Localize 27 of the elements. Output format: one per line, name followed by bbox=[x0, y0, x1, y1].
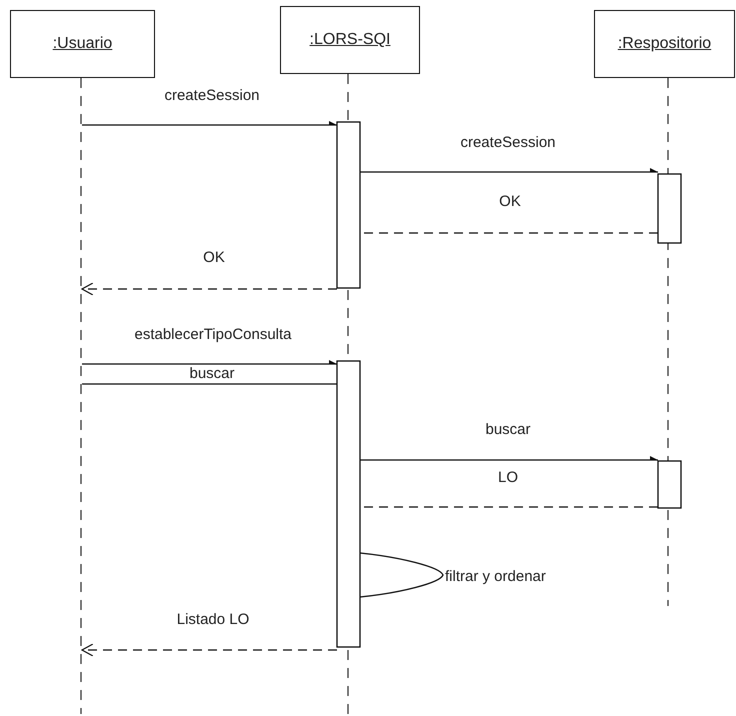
object-box bbox=[594, 10, 735, 78]
lifeline bbox=[80, 78, 82, 714]
return-message-arrow bbox=[81, 643, 337, 657]
activation-bar bbox=[336, 121, 361, 289]
message-label: createSession bbox=[164, 87, 260, 105]
object-name: :LORS-SQI bbox=[310, 30, 390, 50]
message-arrow bbox=[82, 360, 337, 365]
object-box bbox=[10, 10, 155, 78]
return-message-arrow bbox=[81, 282, 337, 296]
object-name: :Usuario bbox=[52, 34, 112, 54]
message-label: OK bbox=[203, 249, 225, 267]
message-arrow bbox=[360, 456, 658, 461]
message-label: OK bbox=[499, 193, 521, 211]
activation-bar bbox=[336, 360, 361, 648]
message-label: filtrar y ordenar bbox=[445, 568, 546, 586]
message-label: buscar bbox=[189, 365, 235, 383]
message-label: establecerTipoConsulta bbox=[134, 326, 292, 344]
message-arrow bbox=[360, 168, 658, 173]
object-box bbox=[280, 6, 420, 74]
message-arrow bbox=[82, 121, 337, 126]
activation-bar bbox=[657, 460, 682, 509]
object-name: :Respositorio bbox=[618, 34, 712, 54]
message-label: LO bbox=[498, 469, 518, 487]
activation-bar bbox=[657, 173, 682, 244]
message-label: Listado LO bbox=[176, 611, 250, 629]
message-label: buscar bbox=[485, 421, 531, 439]
message-label: createSession bbox=[460, 134, 556, 152]
